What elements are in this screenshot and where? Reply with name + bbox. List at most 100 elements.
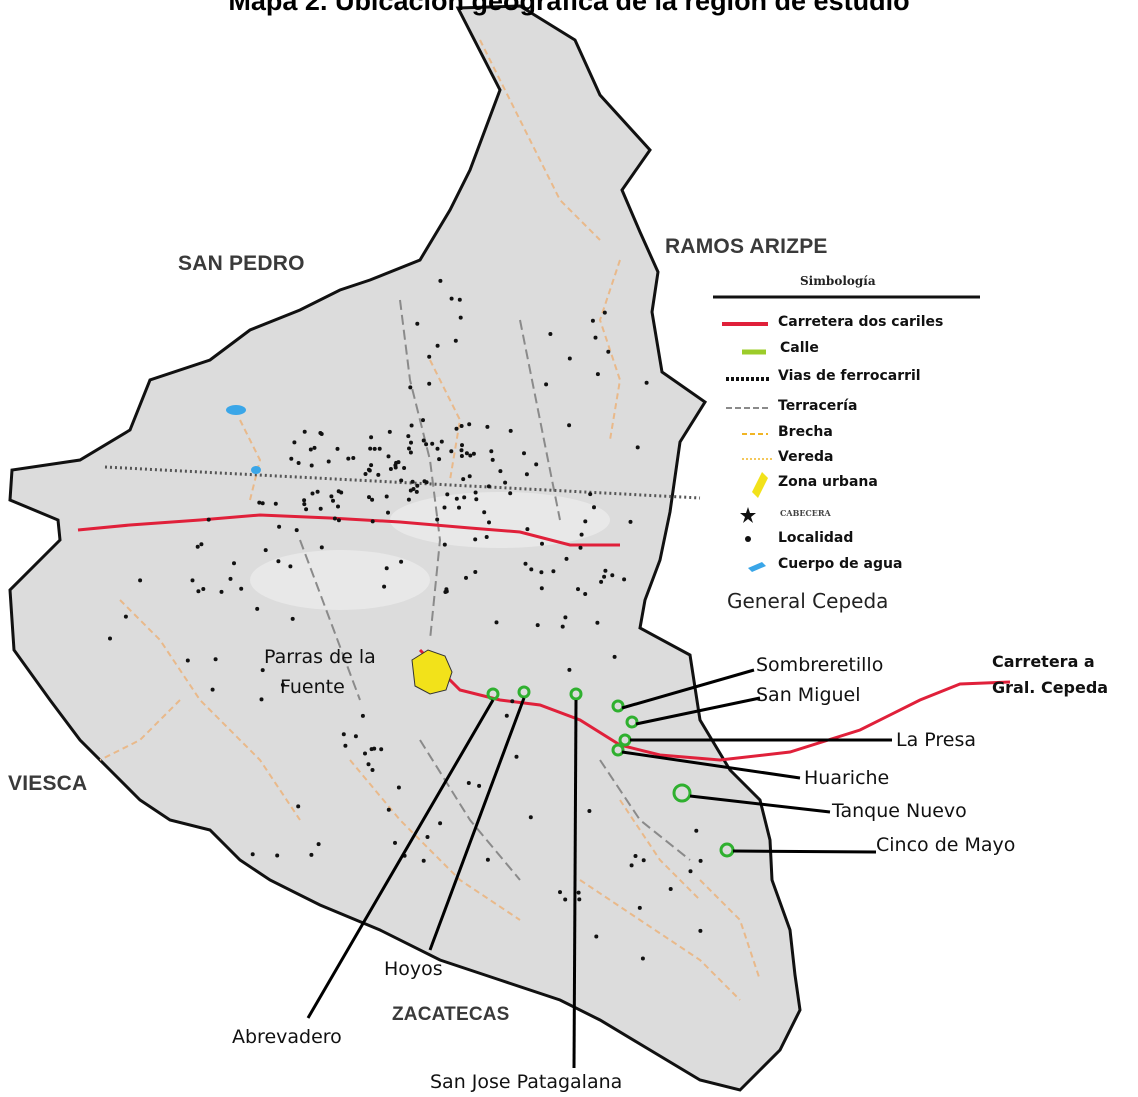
locality-dot — [453, 338, 458, 343]
locality-dot — [628, 519, 633, 524]
locality-dot — [377, 446, 382, 451]
locality-dot — [310, 491, 315, 496]
water-body — [251, 466, 261, 474]
locality-dot — [366, 467, 371, 472]
locality-dot — [508, 428, 513, 433]
locality-dot — [396, 460, 401, 465]
locality-dot — [485, 857, 490, 862]
locality-dot — [457, 297, 462, 302]
locality-dot — [437, 457, 442, 462]
locality-dot — [498, 469, 503, 474]
locality-dot — [199, 542, 204, 547]
locality-dot — [588, 492, 593, 497]
locality-dot — [435, 446, 440, 451]
locality-dot — [593, 335, 598, 340]
label-san-jose-patagalana: San Jose Patagalana — [430, 1071, 623, 1093]
locality-dot — [369, 435, 374, 440]
locality-dot — [275, 853, 280, 858]
locality-dot — [408, 385, 413, 390]
locality-dot — [263, 548, 268, 553]
marker-abrevadero[interactable] — [486, 687, 500, 701]
locality-dot — [379, 747, 384, 752]
locality-dot — [548, 332, 553, 336]
locality-dot — [587, 809, 592, 813]
locality-dot — [213, 657, 218, 662]
locality-dot — [599, 579, 604, 584]
locality-dot — [622, 577, 627, 582]
locality-dot — [302, 498, 307, 503]
locality-dot — [473, 570, 478, 574]
locality-dot — [466, 781, 471, 785]
locality-dot — [280, 682, 285, 687]
marker-tanque-nuevo[interactable] — [672, 783, 692, 803]
locality-dot — [369, 463, 374, 468]
locality-dot — [528, 815, 533, 820]
locality-dot — [388, 467, 393, 471]
locality-dot — [464, 575, 468, 580]
marker-hoyos[interactable] — [517, 685, 531, 699]
locality-dot — [331, 498, 335, 503]
locality-dot — [482, 510, 487, 515]
locality-dot — [445, 492, 450, 497]
locality-dot — [458, 315, 463, 320]
locality-dot — [454, 496, 459, 501]
locality-dot — [408, 450, 413, 455]
locality-dot — [467, 422, 472, 427]
label-hoyos: Hoyos — [384, 958, 443, 980]
locality-dot — [384, 566, 389, 571]
locality-dot — [461, 477, 466, 482]
locality-dot — [539, 586, 544, 591]
label-parras-line1: Parras de la — [264, 646, 376, 668]
marker-san-jose-patagalana[interactable] — [569, 687, 583, 701]
locality-dot — [370, 768, 375, 772]
locality-dot — [294, 528, 299, 533]
region-viesca: VIESCA — [8, 772, 88, 795]
locality-dot — [442, 505, 447, 510]
locality-dot — [138, 578, 143, 583]
locality-dot — [544, 382, 549, 387]
locality-dot — [504, 713, 509, 718]
locality-dot — [523, 561, 528, 566]
locality-dot — [309, 852, 314, 857]
locality-dot — [414, 489, 419, 494]
label-cinco-de-mayo: Cinco de Mayo — [876, 834, 1016, 856]
locality-dot — [564, 556, 569, 561]
locality-dot — [540, 541, 544, 546]
locality-dot — [522, 451, 526, 456]
region-ramos-arizpe: RAMOS ARIZPE — [665, 235, 828, 258]
locality-dot — [206, 517, 211, 522]
locality-dot — [386, 454, 391, 459]
locality-dot — [302, 502, 307, 507]
locality-dot — [407, 446, 411, 451]
locality-dot — [629, 863, 634, 868]
locality-dot — [595, 372, 600, 377]
locality-dot — [318, 506, 323, 511]
locality-dot — [444, 587, 449, 592]
label-sombreretillo: Sombreretillo — [756, 654, 884, 676]
legend-item-cabecera: CABECERA — [780, 508, 831, 518]
locality-dot — [255, 606, 260, 611]
marker-sombreretillo[interactable] — [611, 699, 625, 713]
locality-dot — [484, 535, 489, 539]
locality-dot — [606, 349, 611, 354]
locality-dot — [567, 356, 572, 361]
marker-san-miguel[interactable] — [625, 715, 639, 729]
locality-dot — [259, 697, 264, 702]
locality-dot — [353, 734, 358, 739]
locality-dot — [510, 699, 515, 704]
locality-dot — [640, 956, 645, 961]
locality-dot — [343, 743, 348, 748]
locality-dot — [563, 615, 568, 620]
locality-dot — [232, 561, 236, 566]
marker-huariche[interactable] — [611, 743, 625, 757]
locality-dot — [633, 854, 638, 858]
locality-dot — [594, 934, 599, 939]
locality-dot — [467, 474, 472, 479]
locality-dot — [494, 620, 499, 625]
marker-cinco-de-mayo[interactable] — [719, 842, 735, 858]
locality-dot — [367, 495, 371, 500]
locality-dot — [326, 459, 331, 464]
locality-dot — [595, 620, 600, 625]
locality-dot — [257, 500, 262, 505]
legend-item-brecha: Brecha — [778, 424, 833, 440]
